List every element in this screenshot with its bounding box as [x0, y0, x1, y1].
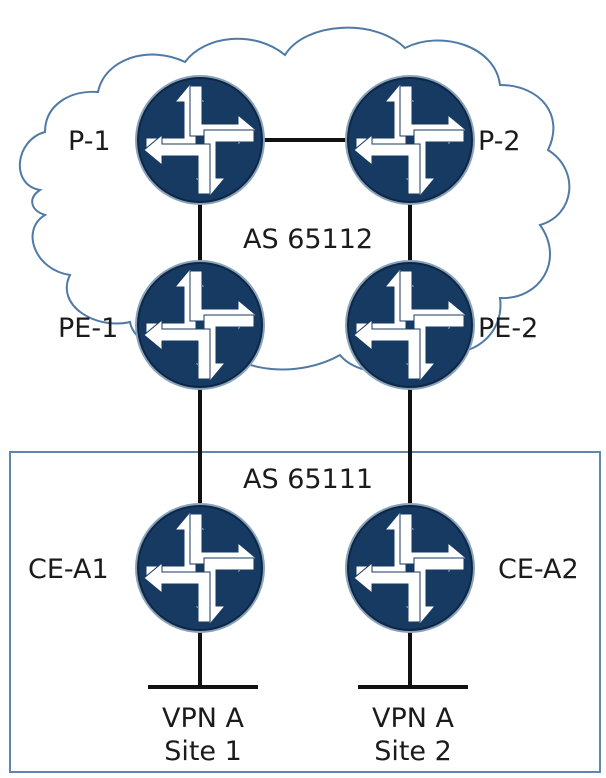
router-icon-ce1 — [135, 503, 265, 633]
router-icon-p1 — [135, 75, 265, 205]
customer-as-box — [9, 451, 601, 773]
site2-label-line1: VPN A — [372, 703, 455, 734]
site1-label-line2: Site 1 — [164, 736, 242, 767]
router-icon-pe1 — [135, 260, 265, 390]
router-label-p2: P-2 — [478, 126, 521, 157]
router-label-ce2: CE-A2 — [498, 554, 579, 585]
router-icon-pe2 — [345, 260, 475, 390]
router-icon-p2 — [345, 75, 475, 205]
site2-label-line2: Site 2 — [374, 736, 452, 767]
router-label-pe2: PE-2 — [478, 313, 538, 344]
site1-label-line1: VPN A — [162, 703, 245, 734]
provider-as-label: AS 65112 — [243, 224, 373, 255]
router-icon-ce2 — [345, 503, 475, 633]
router-label-pe1: PE-1 — [58, 313, 118, 344]
customer-as-label: AS 65111 — [243, 464, 373, 495]
router-label-ce1: CE-A1 — [28, 554, 109, 585]
router-label-p1: P-1 — [68, 126, 111, 157]
